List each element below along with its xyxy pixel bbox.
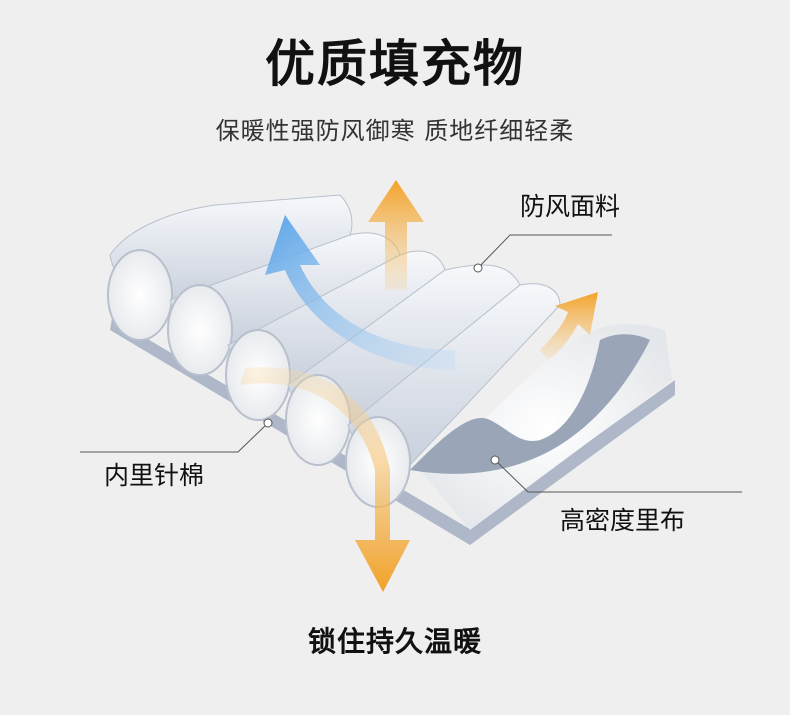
marker-dot — [473, 263, 483, 273]
arrow-orange-down-icon — [240, 367, 410, 592]
marker-dot — [263, 418, 273, 428]
label-windproof-fabric: 防风面料 — [520, 192, 621, 221]
page-subtitle: 保暖性强防风御寒 质地纤细轻柔 — [215, 117, 575, 145]
arrow-orange-right-icon — [540, 292, 598, 360]
footer-caption: 锁住持久温暖 — [307, 625, 482, 658]
page-title: 优质填充物 — [265, 35, 525, 93]
arrow-orange-up-icon — [368, 180, 424, 290]
lining-base — [110, 318, 675, 545]
marker-dot — [490, 455, 500, 465]
label-inner-cotton: 内里针棉 — [104, 461, 205, 490]
arrow-blue-icon — [265, 215, 455, 370]
label-lining-fabric: 高密度里布 — [560, 506, 686, 535]
peeled-lining-flap — [410, 334, 650, 474]
leader-lines — [80, 234, 742, 493]
